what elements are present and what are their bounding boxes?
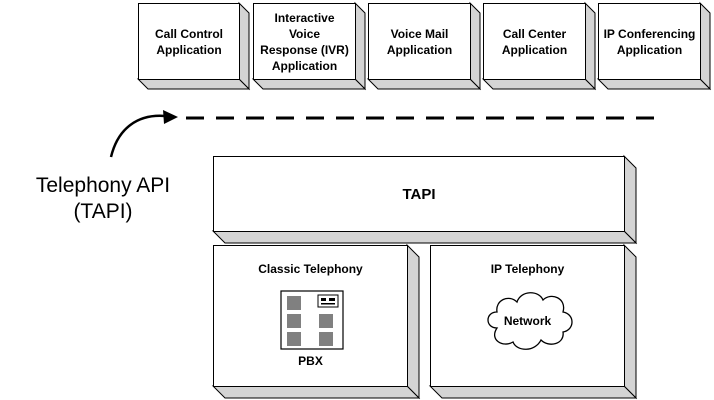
ip-box-depth-faces	[428, 243, 638, 400]
app-label-ivr: Interactive Voice Response (IVR) Applica…	[260, 10, 349, 73]
pbx-icon	[280, 290, 344, 350]
app-box-voice-mail: Voice Mail Application	[368, 3, 471, 80]
tapi-box-depth-faces	[211, 154, 638, 245]
curved-arrow	[109, 114, 166, 158]
app-label-voice-mail: Voice Mail Application	[386, 26, 453, 57]
app-box-call-control: Call Control Application	[138, 3, 240, 80]
ip-telephony-title: IP Telephony	[490, 262, 565, 276]
app-box-ip-conferencing: IP Conferencing Application	[598, 3, 701, 80]
app-box-ivr: Interactive Voice Response (IVR) Applica…	[253, 3, 356, 80]
pbx-label: PBX	[298, 354, 323, 368]
network-label: Network	[503, 314, 552, 328]
network-cloud-icon	[487, 292, 573, 350]
app-box-call-center: Call Center Application	[483, 3, 586, 80]
ip-telephony-box: IP Telephony Network	[430, 245, 625, 387]
classic-telephony-title: Classic Telephony	[258, 262, 363, 276]
app-label-call-center: Call Center Application	[501, 26, 568, 57]
arrow-head	[163, 110, 178, 124]
telephony-api-label: Telephony API (TAPI)	[35, 174, 171, 223]
tapi-box: TAPI	[213, 156, 625, 232]
tapi-label: TAPI	[402, 185, 436, 203]
app-label-call-control: Call Control Application	[155, 26, 223, 57]
classic-telephony-box: Classic Telephony PBX	[213, 245, 408, 387]
classic-box-depth-faces	[211, 243, 421, 400]
app-label-ip-conferencing: IP Conferencing Application	[603, 26, 696, 57]
app-box-depth-faces	[136, 1, 712, 91]
